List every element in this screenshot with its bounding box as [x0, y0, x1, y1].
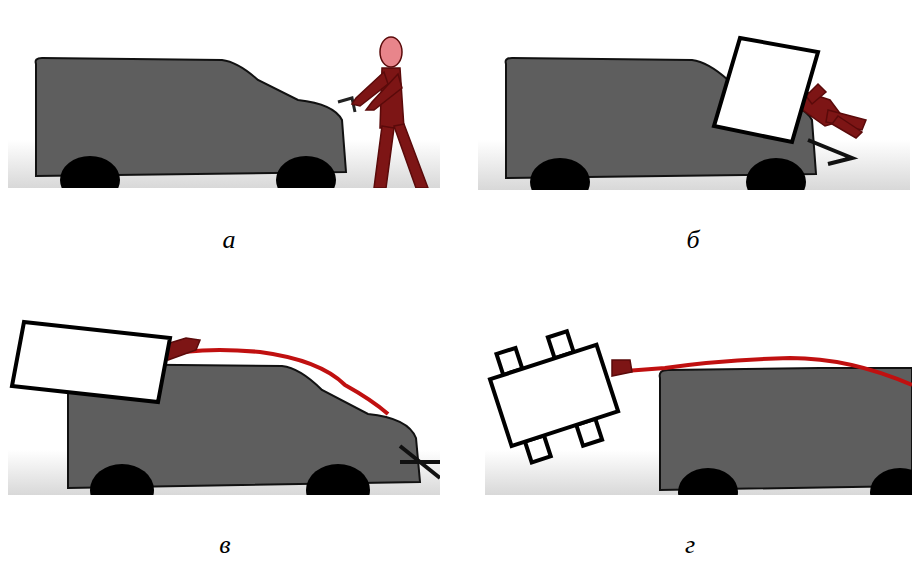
- panel-letter: а: [223, 227, 236, 253]
- panel-g-drawing: [485, 324, 912, 495]
- panel-a-drawing: [8, 37, 440, 188]
- panel-b-drawing: [478, 38, 910, 190]
- panel-letter: г: [685, 532, 695, 558]
- panel-v-drawing: [8, 322, 440, 495]
- panel-letter: в: [219, 532, 230, 558]
- panel-letter: б: [686, 227, 699, 253]
